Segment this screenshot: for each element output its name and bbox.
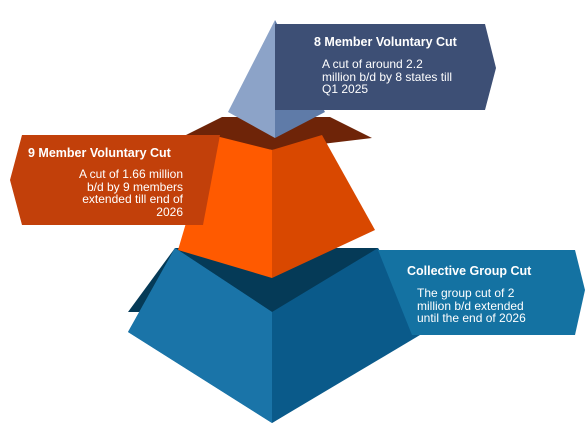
left-callout-tag [10, 135, 220, 225]
description-line: 2026 [156, 204, 183, 219]
description-line: b/d by 9 members [86, 179, 183, 194]
description-line: million b/d by 8 states till [322, 69, 453, 84]
description-line: Q1 2025 [322, 82, 369, 96]
base-tier-front-left [128, 248, 272, 423]
middle-tier-side-face [272, 135, 375, 278]
callout-title: 9 Member Voluntary Cut [28, 146, 171, 160]
callout-description: The group cut of 2 million b/d extended … [417, 287, 577, 325]
callout-description: A cut of around 2.2 million b/d by 8 sta… [322, 58, 484, 96]
description-line: extended till end of [82, 192, 183, 206]
top-callout-tag [275, 24, 496, 110]
callout-description: A cut of 1.66 million b/d by 9 members e… [22, 168, 183, 218]
base-tier-right [272, 248, 420, 423]
description-line: million b/d extended [417, 298, 524, 313]
callout-8-member-voluntary-cut: 8 Member Voluntary Cut A cut of around 2… [314, 35, 484, 96]
description-line: A cut of around 2.2 [322, 57, 423, 71]
callout-9-member-voluntary-cut: 9 Member Voluntary Cut A cut of 1.66 mil… [22, 146, 208, 218]
apex-front-face [228, 20, 275, 138]
callout-collective-group-cut: Collective Group Cut The group cut of 2 … [407, 264, 577, 325]
description-line: A cut of 1.66 million [78, 167, 183, 181]
right-callout-tag [378, 250, 585, 335]
callout-title: 8 Member Voluntary Cut [314, 35, 457, 49]
callout-title: Collective Group Cut [407, 264, 532, 278]
description-line: The group cut of 2 [417, 286, 515, 300]
description-line: until the end of 2026 [417, 311, 526, 325]
